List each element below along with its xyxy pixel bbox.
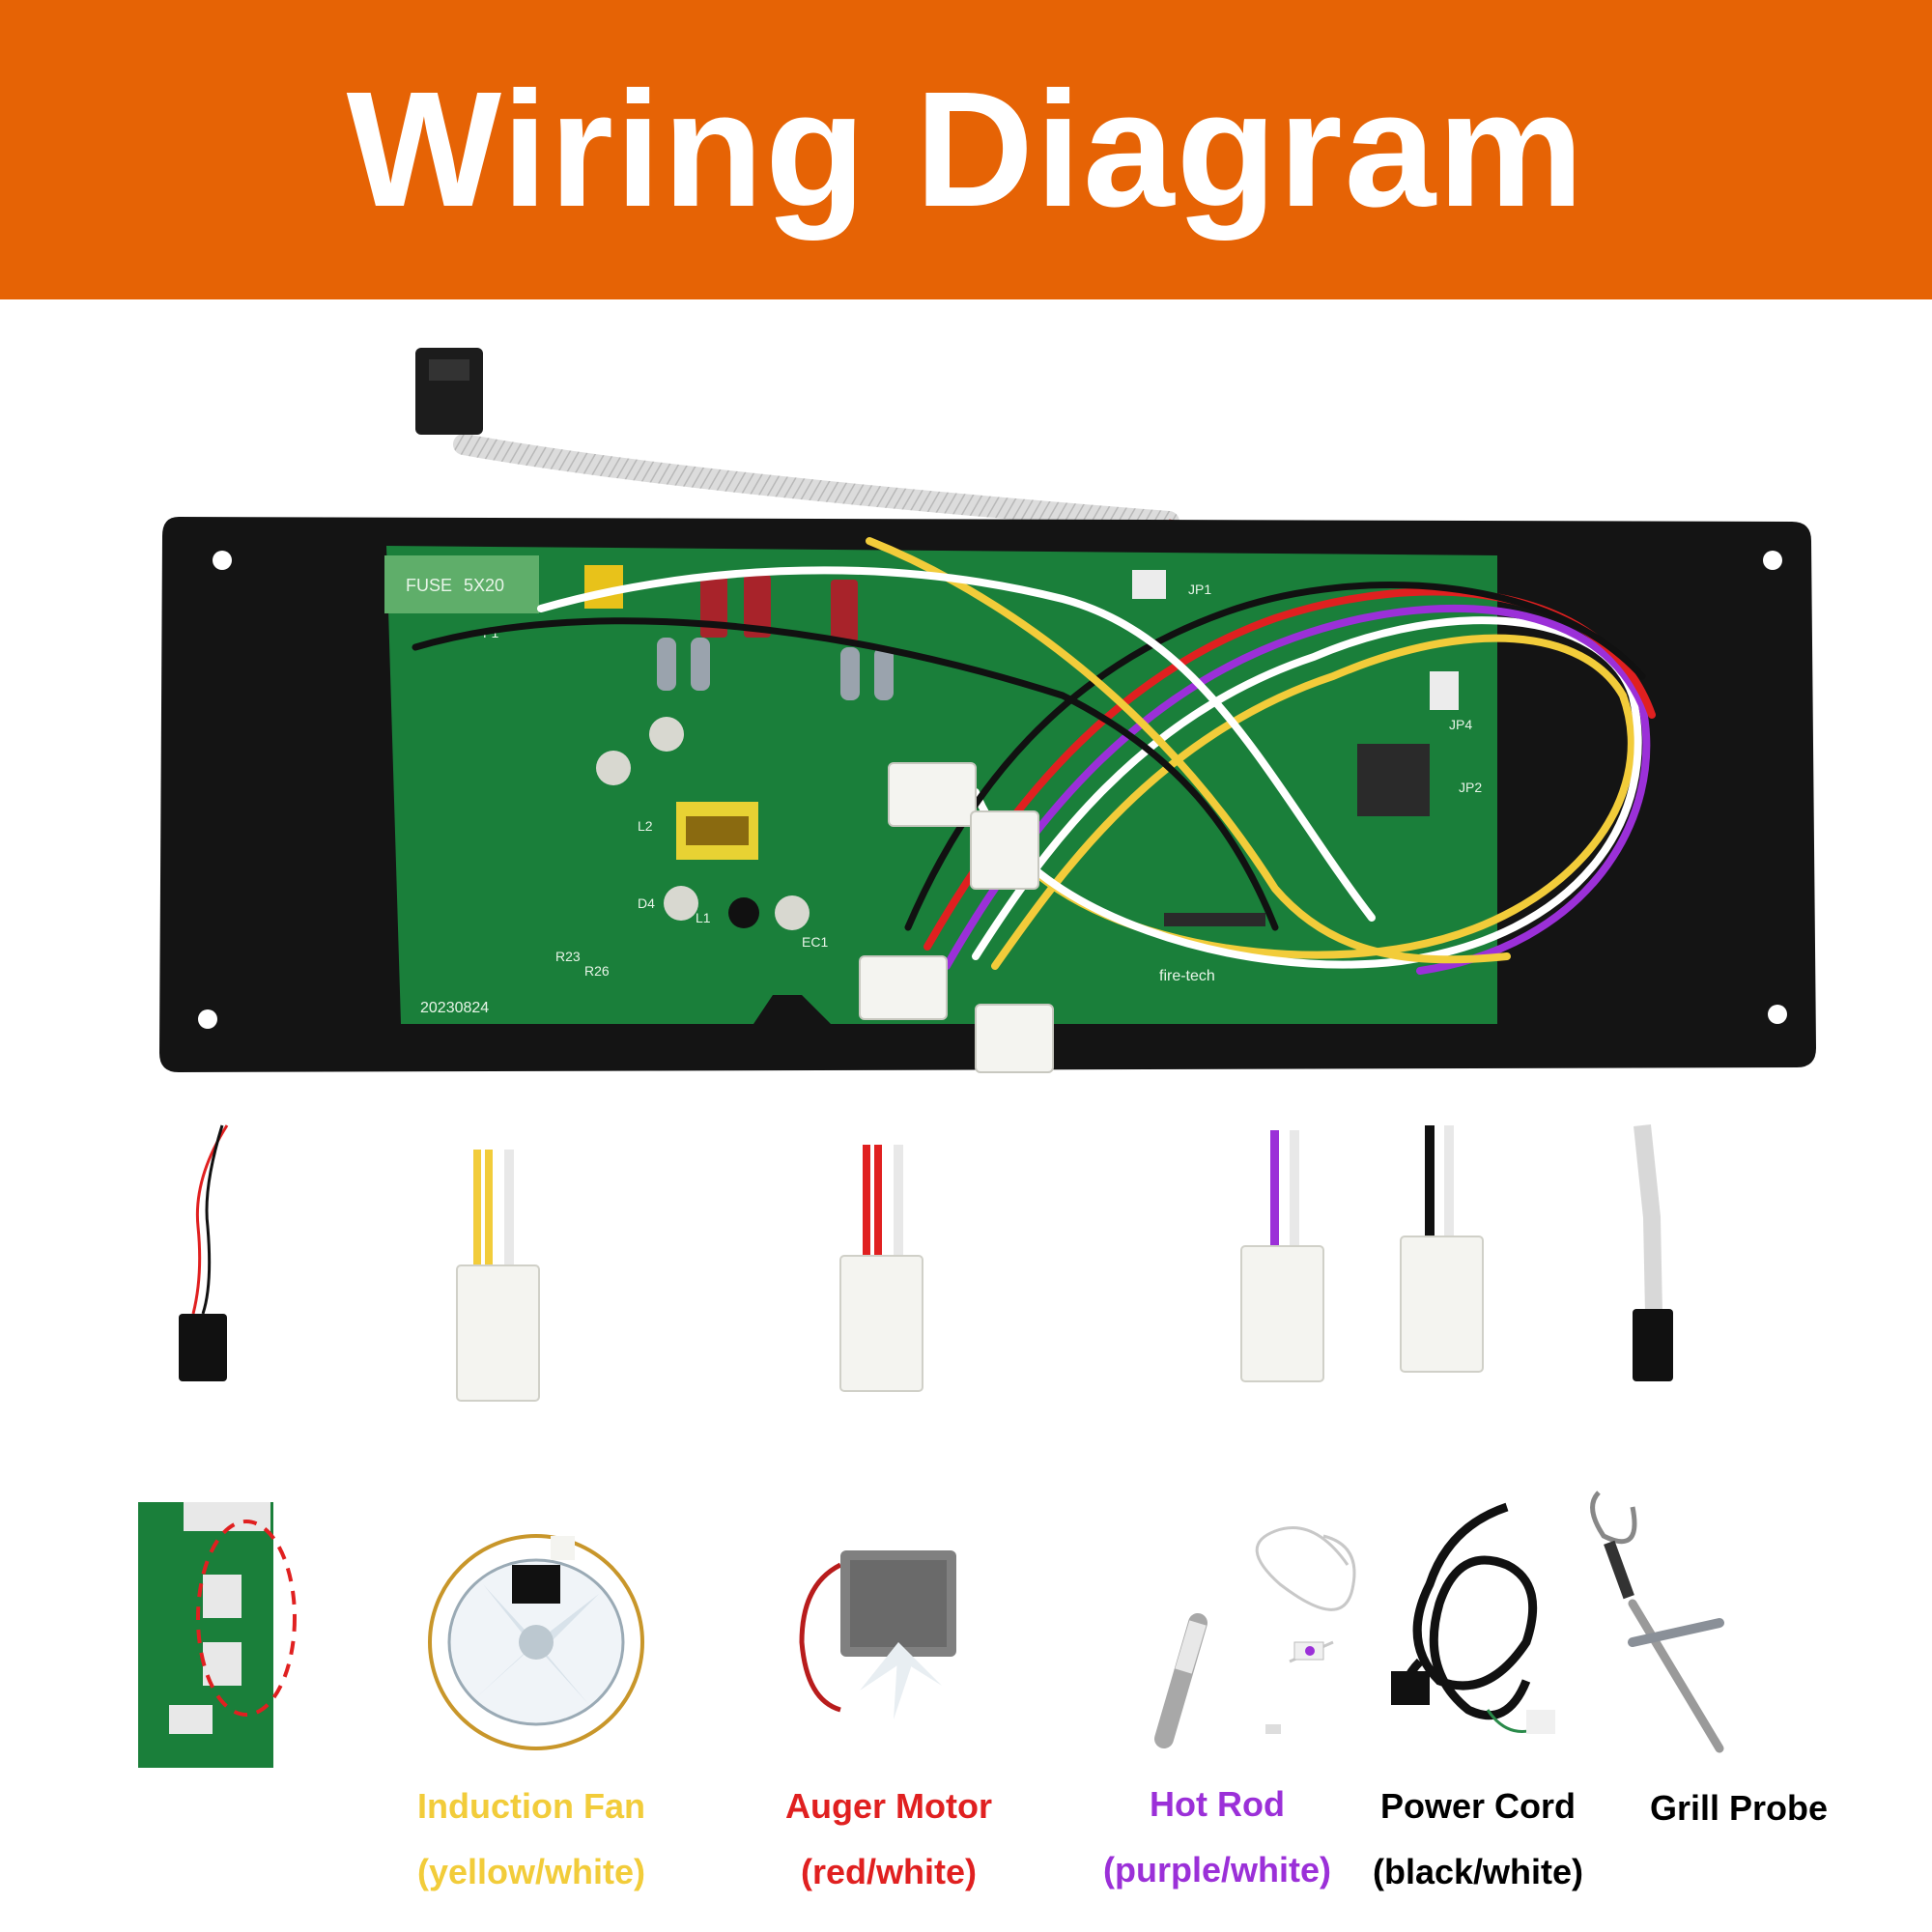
power-cord-image bbox=[1391, 1502, 1555, 1734]
fuse-holder bbox=[384, 555, 539, 613]
mount-hole bbox=[1763, 551, 1782, 570]
board-connectors bbox=[859, 762, 1054, 1073]
title-banner: Wiring Diagram bbox=[0, 0, 1932, 299]
component-wires: (black/white) bbox=[1372, 1852, 1584, 1891]
board-marking-r26: R26 bbox=[584, 963, 610, 979]
auger-connector bbox=[839, 1255, 923, 1392]
connector bbox=[970, 810, 1039, 890]
probe-jack bbox=[179, 1314, 227, 1381]
board-marking-l1: L1 bbox=[696, 910, 711, 925]
component-name: Grill Probe bbox=[1649, 1788, 1829, 1828]
label-grill-probe: Grill Probe bbox=[1623, 1779, 1855, 1837]
power-connector bbox=[1400, 1236, 1484, 1373]
component-images bbox=[138, 1491, 1724, 1768]
board-marking-ec1: EC1 bbox=[802, 934, 828, 950]
component-name: Power Cord bbox=[1379, 1786, 1577, 1826]
component-wires: (yellow/white) bbox=[416, 1852, 646, 1891]
board-marking-r23: R23 bbox=[555, 949, 581, 964]
board-marking-5x20: 5X20 bbox=[464, 576, 504, 595]
board-marking-d4: D4 bbox=[638, 895, 655, 911]
board-marking-jp1: JP1 bbox=[1188, 582, 1211, 597]
fan-connector bbox=[456, 1264, 540, 1402]
mount-hole bbox=[213, 551, 232, 570]
connector bbox=[975, 1004, 1054, 1073]
mount-hole bbox=[1768, 1005, 1787, 1024]
component-wires: (red/white) bbox=[800, 1852, 977, 1891]
hot-rod-image bbox=[1154, 1526, 1356, 1748]
board-marking-date: 20230824 bbox=[420, 1000, 489, 1016]
board-marking-fuse: FUSE bbox=[406, 576, 452, 595]
hot-rod-connector bbox=[1240, 1245, 1324, 1382]
component-wires: (purple/white) bbox=[1103, 1850, 1331, 1889]
connector bbox=[859, 955, 948, 1020]
board-marking-l2: L2 bbox=[638, 818, 653, 834]
board-marking-jp4: JP4 bbox=[1449, 717, 1472, 732]
label-auger-motor: Auger Motor (red/white) bbox=[749, 1777, 1029, 1901]
highlight-circle bbox=[196, 1520, 297, 1717]
page-title: Wiring Diagram bbox=[346, 58, 1586, 242]
component-name: Hot Rod bbox=[1150, 1784, 1285, 1824]
board-marking-jp2: JP2 bbox=[1459, 780, 1482, 795]
grill-probe-image bbox=[1590, 1491, 1724, 1753]
jp1-connector bbox=[1132, 570, 1166, 599]
label-induction-fan: Induction Fan (yellow/white) bbox=[386, 1777, 676, 1901]
connector-row bbox=[179, 1124, 1673, 1402]
probe-cable bbox=[415, 348, 1206, 552]
induction-fan-image bbox=[428, 1534, 644, 1750]
label-power-cord: Power Cord (black/white) bbox=[1348, 1777, 1608, 1901]
connector bbox=[888, 762, 977, 827]
auger-motor-image bbox=[799, 1550, 956, 1719]
board-marking-brand: fire-tech bbox=[1159, 968, 1215, 984]
label-hot-rod: Hot Rod (purple/white) bbox=[1072, 1776, 1362, 1899]
jp4-connector bbox=[1430, 671, 1459, 710]
grill-probe-connector bbox=[1633, 1309, 1673, 1381]
component-name: Induction Fan bbox=[417, 1786, 645, 1826]
microcontroller-chip bbox=[1357, 744, 1430, 816]
mount-hole bbox=[198, 1009, 217, 1029]
component-name: Auger Motor bbox=[785, 1786, 992, 1826]
